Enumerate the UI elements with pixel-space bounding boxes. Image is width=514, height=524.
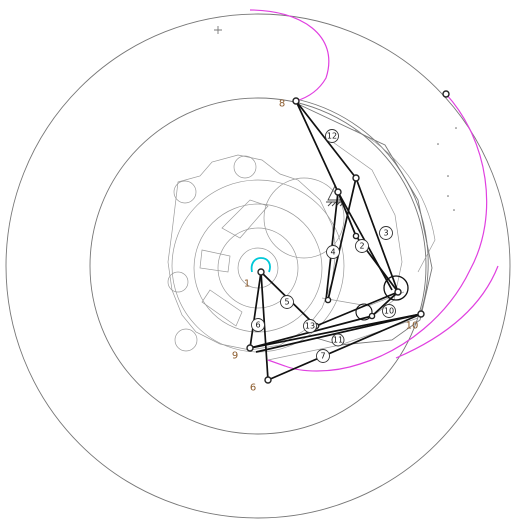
- bubble-3-text: 3: [383, 229, 388, 238]
- bubble-13-text: 13: [305, 322, 315, 331]
- link-9-10: [249, 313, 422, 349]
- inner-right-arc: [354, 129, 436, 273]
- hub-slot-bottom: [201, 289, 243, 327]
- linkage-links: [249, 100, 422, 381]
- hub-boss-right: [263, 177, 345, 259]
- joint-ring-mid: [355, 303, 373, 321]
- node-label-6: 6: [250, 383, 256, 394]
- bubble-6-text: 6: [255, 321, 260, 330]
- coupler-path-return: [395, 265, 499, 359]
- coupler-path-bottom: [267, 93, 488, 372]
- bubble-4: 4: [326, 245, 340, 259]
- hub-bolt-3: [167, 271, 189, 293]
- dot-2: [447, 175, 449, 177]
- joint-e: [352, 232, 360, 240]
- bubble-11-text: 11: [333, 336, 343, 345]
- dot-1: [455, 127, 457, 129]
- shroud-inner: [329, 139, 403, 319]
- node-label-9: 9: [232, 351, 238, 362]
- bubble-7: 7: [316, 349, 330, 363]
- hub-slot-top: [221, 199, 269, 239]
- pivot-far-right: [442, 90, 450, 98]
- link-1-9: [249, 271, 262, 349]
- bubble-4-text: 4: [330, 248, 335, 257]
- ground-hatch: [326, 201, 345, 207]
- bubble-13: 13: [303, 319, 317, 333]
- joint-right: [394, 288, 402, 296]
- joint-a: [352, 174, 360, 182]
- link-a-mid: [327, 177, 357, 301]
- link-d-right: [371, 291, 399, 317]
- joint-g: [324, 296, 332, 304]
- hub-core-ring: [217, 227, 299, 309]
- bubble-6: 6: [251, 318, 265, 332]
- bubble-10-text: 10: [384, 307, 394, 316]
- hub-bolt-1: [173, 180, 197, 204]
- link-6-10: [267, 313, 422, 381]
- link-a-right: [355, 177, 399, 293]
- link-bubbles: 12 3 4 2 5 6 13 7: [251, 129, 396, 363]
- node-label-1: 1: [244, 279, 250, 290]
- middle-circle: [89, 97, 427, 435]
- node-labels: 1 8 9 6 10: [232, 99, 419, 394]
- bubble-2-text: 2: [359, 242, 364, 251]
- joint-d: [368, 312, 376, 320]
- dot-4: [453, 209, 455, 211]
- bubble-2: 2: [355, 239, 369, 253]
- dot-3: [447, 195, 449, 197]
- bubble-7-text: 7: [320, 352, 325, 361]
- hub-bolt-4: [174, 328, 198, 352]
- right-arc: [299, 99, 429, 316]
- bubble-12-text: 12: [327, 132, 337, 141]
- outer-circle: [5, 13, 511, 519]
- bubble-5-text: 5: [284, 298, 289, 307]
- node-label-10: 10: [406, 321, 419, 332]
- bubble-12: 12: [325, 129, 339, 143]
- joint-b: [334, 188, 342, 196]
- crank-arc: [250, 257, 271, 273]
- hub-inner-ring: [193, 203, 323, 333]
- coupler-paths: [249, 9, 499, 372]
- hub-bolt-2: [233, 155, 257, 179]
- shroud-outline: [299, 104, 433, 346]
- bubble-10: 10: [382, 304, 396, 318]
- hub-slot-left: [199, 249, 231, 273]
- joint-8: [292, 97, 300, 105]
- link-8-b: [295, 100, 339, 193]
- joint-1: [257, 268, 265, 276]
- joint-9: [246, 344, 254, 352]
- joint-10: [417, 310, 425, 318]
- bubble-11: 11: [331, 333, 345, 347]
- link-e-b: [337, 191, 357, 237]
- construction-circles: [5, 13, 511, 519]
- bubble-3: 3: [379, 226, 393, 240]
- coupler-path-top: [249, 9, 330, 102]
- link-9-10-b: [255, 313, 422, 353]
- plus-mark: [214, 26, 222, 34]
- dot-5: [437, 143, 439, 145]
- reference-marks: [214, 26, 457, 211]
- node-label-8: 8: [279, 99, 285, 110]
- joint-ring-right: [383, 275, 409, 301]
- bubble-5: 5: [280, 295, 294, 309]
- joint-6: [264, 376, 272, 384]
